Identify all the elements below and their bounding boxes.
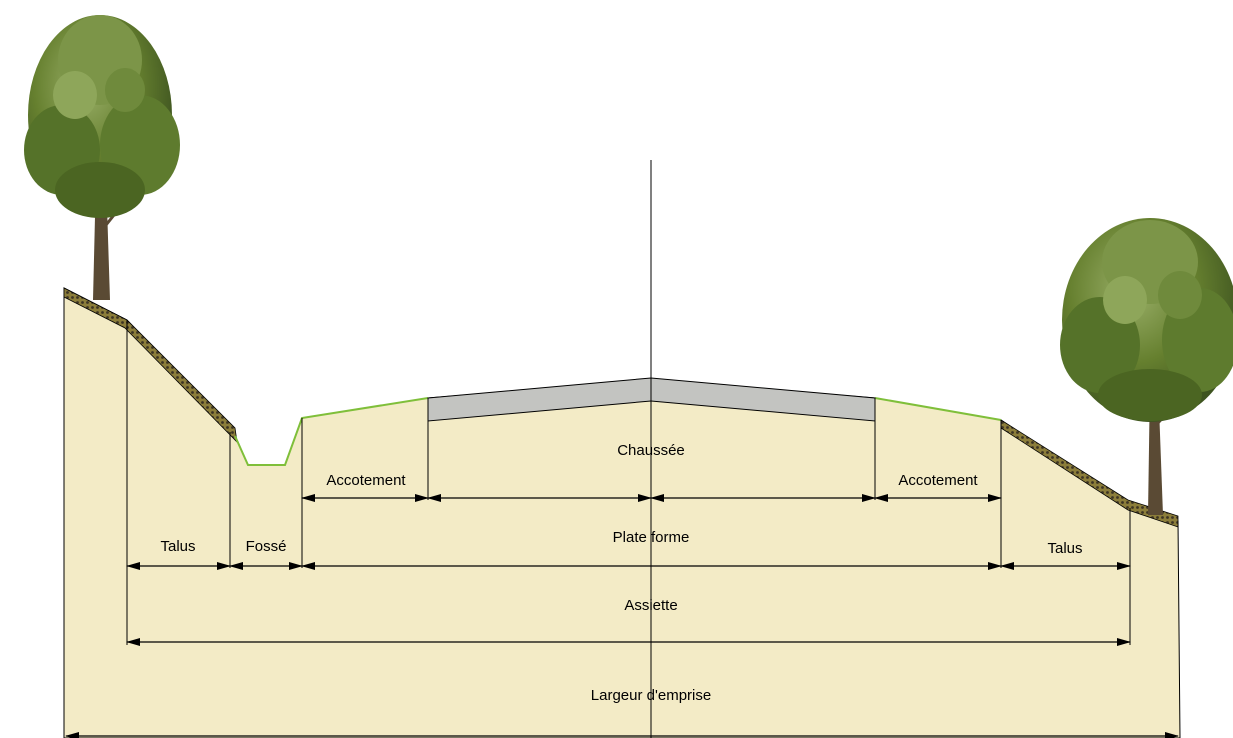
label-accotement-right: Accotement: [898, 472, 978, 489]
ground-body: [63, 287, 1181, 738]
label-largeur-emprise: Largeur d'emprise: [591, 687, 711, 704]
grass-line-left: [234, 397, 429, 466]
label-talus-left: Talus: [160, 538, 195, 555]
grass-line-right: [874, 397, 1002, 421]
label-assiette: Assiette: [624, 597, 677, 614]
label-fosse: Fossé: [246, 538, 287, 555]
label-accotement-left: Accotement: [326, 472, 406, 489]
tree-icon-left: [24, 15, 180, 300]
tree-icon-right: [1060, 218, 1233, 515]
label-plate-forme: Plate forme: [613, 529, 690, 546]
label-chaussee: Chaussée: [617, 442, 685, 459]
label-talus-right: Talus: [1047, 540, 1082, 557]
